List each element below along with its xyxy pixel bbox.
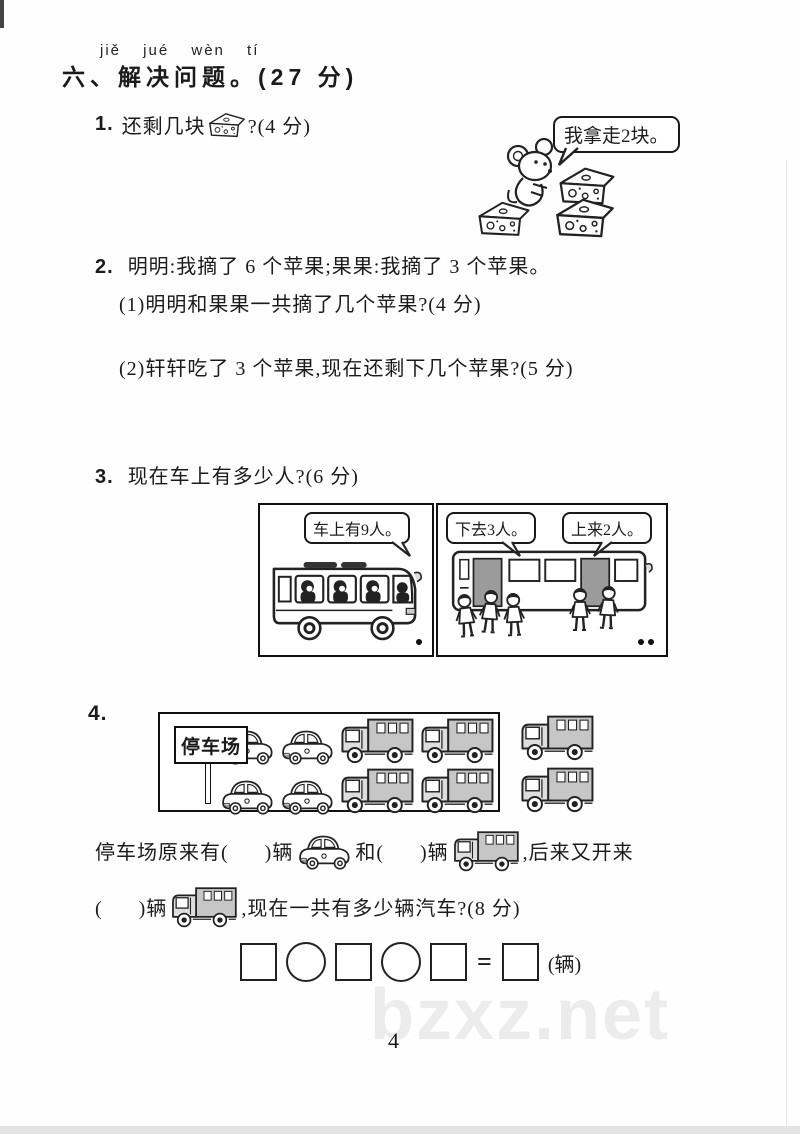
equals-sign: =	[477, 947, 492, 976]
question-3-text: 现在车上有多少人?(6 分)	[127, 466, 359, 488]
question-4-statement-line2: ( )辆 ,现在一共有多少辆汽车?(8 分)	[95, 884, 521, 929]
question-4-number: 4.	[88, 702, 108, 725]
truck-icon	[418, 765, 496, 815]
question-2-intro: 明明:我摘了 6 个苹果;果果:我摘了 3 个苹果。	[127, 256, 551, 278]
equation-square-blank	[335, 943, 372, 981]
question-2-sub1: (1)明明和果果一共摘了几个苹果?(4 分)	[119, 294, 482, 316]
parking-row	[216, 765, 496, 815]
kid-icon	[476, 588, 503, 636]
bus-speech-bubble: 车上有9人。	[304, 512, 411, 544]
cheese-icon	[545, 196, 625, 238]
cheese-icon	[208, 111, 246, 138]
bus-panel-before: 车上有9人。	[258, 503, 434, 657]
question-2-sub2: (2)轩轩吃了 3 个苹果,现在还剩下几个苹果?(5 分)	[119, 358, 574, 380]
getting-off-bubble: 下去3人。	[446, 512, 537, 544]
truck-icon	[518, 764, 596, 814]
parking-sign: 停车场	[174, 726, 248, 764]
section-title: 六、解决问题。(27 分)	[62, 64, 359, 90]
equation-shapes	[240, 942, 467, 982]
statement-text: ( )辆	[95, 898, 168, 920]
question-1: 1. 还剩几块 ?(4 分)	[95, 110, 311, 139]
parking-lot-box: 停车场	[158, 712, 500, 812]
truck-icon	[418, 715, 496, 765]
equation-circle-blank	[286, 942, 326, 982]
kid-icon	[501, 591, 527, 638]
mouse-speech-bubble: 我拿走2块。	[553, 116, 680, 153]
bus-panel-after: 下去3人。 上来2人。	[436, 503, 668, 657]
panel-dot	[648, 639, 654, 645]
question-3-number: 3.	[95, 466, 114, 488]
truck-icon	[338, 715, 416, 765]
question-1-text-before: 还剩几块	[121, 116, 206, 138]
panel-dot	[416, 639, 422, 645]
scan-artifact	[786, 160, 787, 1126]
parking-row	[216, 715, 496, 765]
statement-text: ,现在一共有多少辆汽车?(8 分)	[241, 898, 521, 920]
speech-bubble-tail	[501, 541, 521, 557]
kid-icon	[568, 587, 592, 633]
statement-text: 和( )辆	[355, 842, 449, 864]
section-pinyin: jiě jué wèn tí	[100, 42, 260, 59]
equation-circle-blank	[381, 942, 421, 982]
speech-bubble-tail	[391, 541, 411, 557]
equation-result-box	[501, 943, 539, 981]
truck-icon	[518, 712, 596, 762]
equation: = (辆)	[240, 942, 581, 982]
speech-bubble-tail	[593, 541, 613, 557]
statement-text: ,后来又开来	[522, 842, 634, 864]
scan-artifact	[0, 0, 4, 28]
getting-on-bubble: 上来2人。	[562, 512, 653, 544]
parking-lot-vehicles	[216, 715, 496, 807]
car-icon	[295, 832, 353, 870]
car-icon	[278, 777, 336, 815]
question-3: 3. 现在车上有多少人?(6 分)	[95, 460, 359, 489]
watermark: bzxz.net	[370, 975, 671, 1055]
panel-dot	[638, 639, 644, 645]
truck-icon	[338, 765, 416, 815]
cheese-icon	[477, 199, 531, 237]
speech-bubble-tail	[557, 147, 579, 166]
question-2: 2. 明明:我摘了 6 个苹果;果果:我摘了 3 个苹果。	[95, 250, 550, 279]
question-1-number: 1.	[95, 113, 114, 135]
page-number: 4	[388, 1028, 399, 1053]
question-1-text-after: ?(4 分)	[247, 116, 311, 138]
bus-with-passengers-icon	[266, 553, 424, 648]
equation-unit: (辆)	[547, 953, 582, 976]
car-icon	[278, 727, 336, 765]
car-icon	[218, 777, 276, 815]
scan-artifact	[0, 1126, 800, 1134]
statement-text: 停车场原来有( )辆	[95, 842, 294, 864]
truck-icon	[169, 884, 239, 929]
question-2-number: 2.	[95, 256, 114, 278]
question-4-statement-line1: 停车场原来有( )辆 和( )辆 ,后来又开来	[95, 828, 634, 873]
parking-sign-pole	[205, 760, 211, 804]
kid-icon	[595, 584, 621, 631]
equation-square-blank	[240, 943, 277, 981]
arriving-trucks	[518, 712, 596, 814]
equation-square-blank	[430, 943, 467, 981]
truck-icon	[451, 828, 521, 873]
